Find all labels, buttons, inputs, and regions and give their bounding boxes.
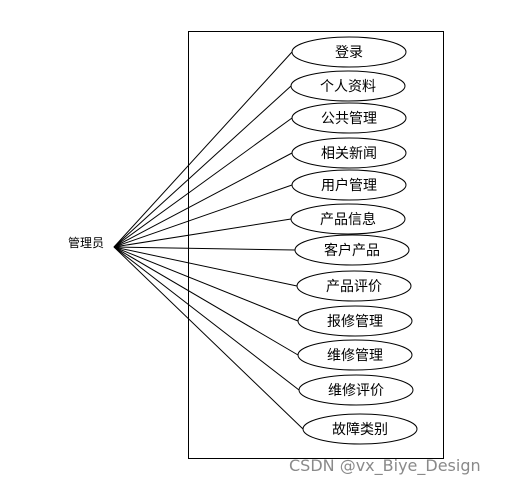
association-line [113,117,293,248]
use-case-ellipse [302,413,418,445]
use-case-label: 维修管理 [327,348,383,364]
use-case-ellipse [291,169,407,201]
watermark-text: CSDN @vx_Biye_Design [289,456,481,475]
association-line [113,51,293,248]
use-case-label: 个人资料 [320,79,376,95]
association-line [113,246,298,287]
use-case-ellipse [294,234,410,266]
use-case: 维修管理 [297,339,413,371]
use-case: 个人资料 [290,70,406,102]
use-case-label: 相关新闻 [321,146,377,162]
use-case: 公共管理 [291,102,407,134]
use-case-label: 故障类别 [332,422,388,438]
use-case-ellipse [297,339,413,371]
use-case: 客户产品 [294,234,410,266]
use-case: 相关新闻 [291,137,407,169]
use-case-ellipse [291,137,407,169]
use-case-ellipse [297,305,413,337]
use-case-ellipse [291,102,407,134]
association-line [113,246,304,430]
association-line [113,246,296,251]
use-case: 报修管理 [297,305,413,337]
association-line [113,152,293,248]
use-case-label: 报修管理 [327,314,383,330]
association-lines [113,51,304,430]
association-line [113,246,300,391]
use-case-ellipse [296,270,412,302]
use-case-label: 维修评价 [328,383,384,399]
use-case-ellipse [298,374,414,406]
use-case-label: 用户管理 [321,177,377,194]
association-line [113,246,299,322]
use-case: 用户管理 [291,169,407,201]
use-case: 登录 [291,36,407,68]
use-case-label: 公共管理 [321,111,377,127]
use-case-label: 登录 [335,45,363,61]
use-case-label: 产品信息 [320,211,376,228]
association-line [113,246,299,356]
actor-label: 管理员 [68,235,104,250]
system-boundary [188,31,444,459]
use-case-ellipse [291,36,407,68]
use-case: 故障类别 [302,413,418,445]
use-case: 产品信息 [290,203,406,235]
use-case: 产品评价 [296,270,412,302]
use-case: 维修评价 [298,374,414,406]
use-case-list: 登录个人资料公共管理相关新闻用户管理产品信息客户产品产品评价报修管理维修管理维修… [290,36,418,445]
use-case-label: 客户产品 [324,242,380,259]
use-case-ellipse [290,203,406,235]
association-line [113,184,293,248]
association-line [113,85,292,248]
association-line [113,218,292,248]
use-case-ellipse [290,70,406,102]
use-case-label: 产品评价 [326,279,382,295]
